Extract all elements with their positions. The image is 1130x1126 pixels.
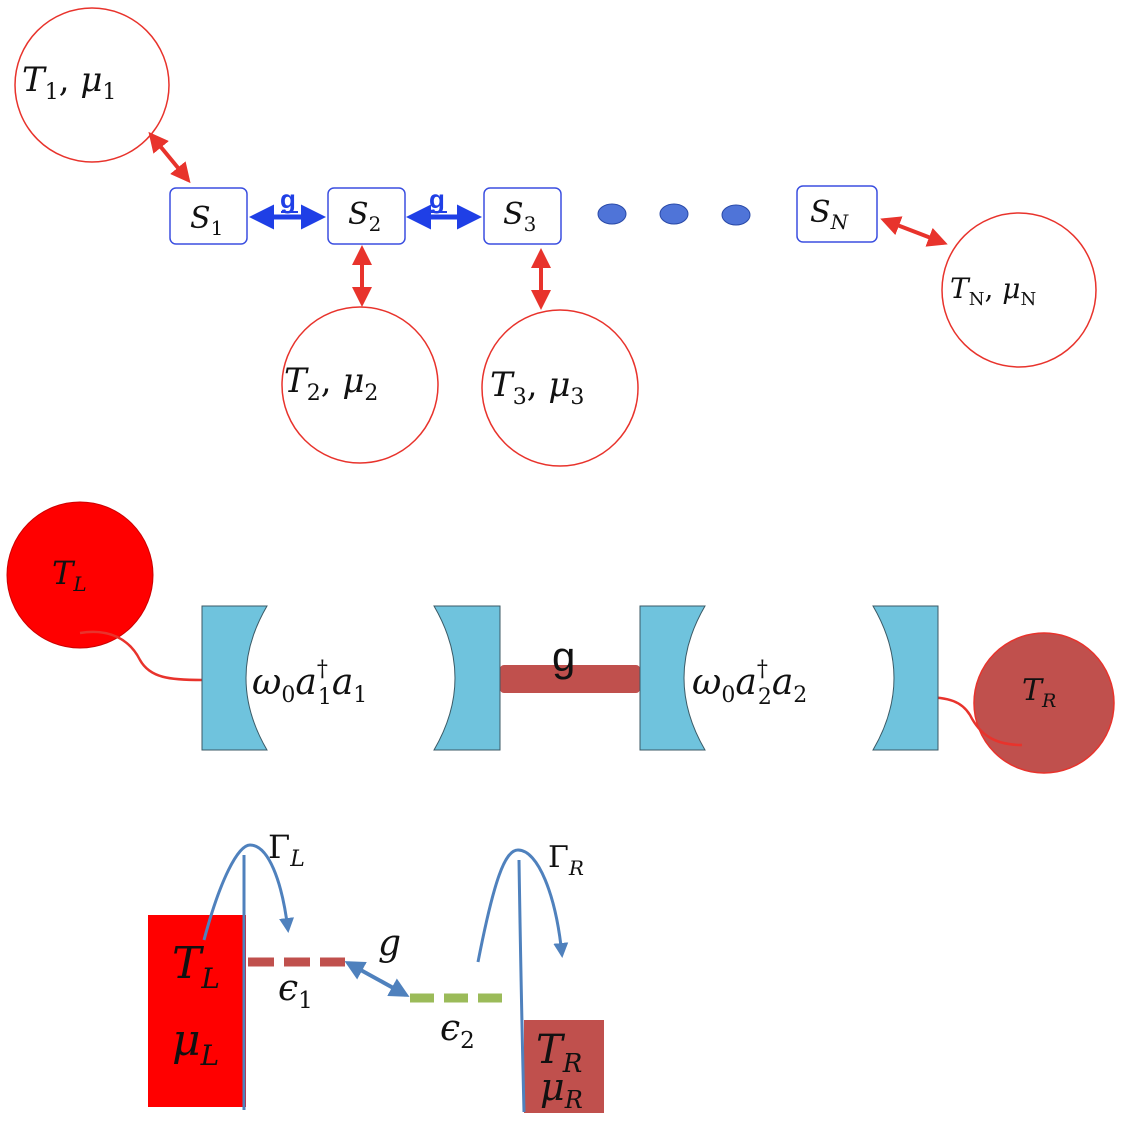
svg-text:ϵ2: ϵ2	[440, 1008, 475, 1054]
cavity-2-hamiltonian: ω0a†2a2	[692, 657, 807, 710]
svg-text:T3, μ3: T3, μ3	[490, 365, 584, 410]
reservoir-2: T2, μ2	[281, 306, 439, 464]
site-3: S3	[483, 187, 562, 245]
ellipsis-dot-3	[721, 204, 751, 226]
left-lead	[148, 915, 246, 1107]
right-lead	[524, 1020, 604, 1113]
mirror-1-left	[201, 605, 268, 751]
svg-text:TR: TR	[1022, 673, 1056, 712]
coupling-label-1-2: g	[280, 184, 296, 214]
right-barrier	[517, 859, 526, 1113]
svg-text:T1, μ1: T1, μ1	[22, 60, 116, 105]
reservoir-3: T3, μ3	[481, 309, 639, 467]
svg-text:ΓR: ΓR	[548, 840, 584, 880]
svg-text:ΓL: ΓL	[268, 828, 305, 872]
mirror-1-right	[433, 605, 501, 751]
mirror-2-right	[872, 605, 939, 751]
right-bath	[973, 632, 1115, 774]
svg-text:TR: TR	[536, 1027, 582, 1079]
svg-text:SN: SN	[810, 195, 850, 234]
mirror-2-left	[639, 605, 706, 751]
right-bath-wire	[921, 695, 1023, 747]
left-bath-wire	[79, 630, 203, 682]
svg-text:TL: TL	[172, 938, 220, 995]
panel-double-dot: TL μL TR μR ϵ1 ϵ2 g ΓL ΓR	[148, 828, 604, 1114]
svg-text:S2: S2	[348, 197, 381, 236]
left-bath	[6, 501, 154, 649]
cavity-link	[500, 665, 640, 693]
site-1: S1	[169, 187, 248, 245]
ellipsis-dot-1	[597, 203, 627, 225]
bath-arrow-n	[880, 216, 948, 247]
cavity-1-hamiltonian: ω0a†1a1	[252, 657, 367, 710]
reservoir-1: T1, μ1	[14, 7, 170, 163]
panel-coupled-cavities: TL TR g ω0a†1a1 ω0a†2a2	[6, 501, 1115, 774]
cavity-link-label: g	[552, 633, 575, 680]
coupling-label-2-3: g	[429, 184, 445, 214]
interdot-coupling-arrow	[344, 961, 410, 997]
svg-text:S3: S3	[503, 197, 536, 236]
svg-text:μL: μL	[172, 1015, 219, 1072]
gamma-left-arrow	[202, 843, 295, 941]
svg-text:ϵ1: ϵ1	[278, 968, 313, 1014]
panel-chain-of-sites: T1, μ1 T2, μ2 T3, μ3 TN, μN S1	[14, 7, 1097, 467]
svg-text:T2, μ2: T2, μ2	[284, 361, 378, 406]
svg-text:TN, μN: TN, μN	[950, 272, 1036, 310]
interdot-coupling-label: g	[378, 923, 401, 964]
svg-text:μR: μR	[540, 1065, 583, 1114]
site-n: SN	[796, 185, 878, 243]
reservoir-n: TN, μN	[941, 212, 1097, 368]
svg-text:TL: TL	[52, 554, 87, 596]
site-2: S2	[327, 187, 406, 245]
gamma-right-arrow	[476, 848, 569, 963]
ellipsis-dot-2	[659, 203, 689, 225]
bath-arrow-1	[148, 131, 191, 184]
svg-text:S1: S1	[190, 201, 223, 240]
